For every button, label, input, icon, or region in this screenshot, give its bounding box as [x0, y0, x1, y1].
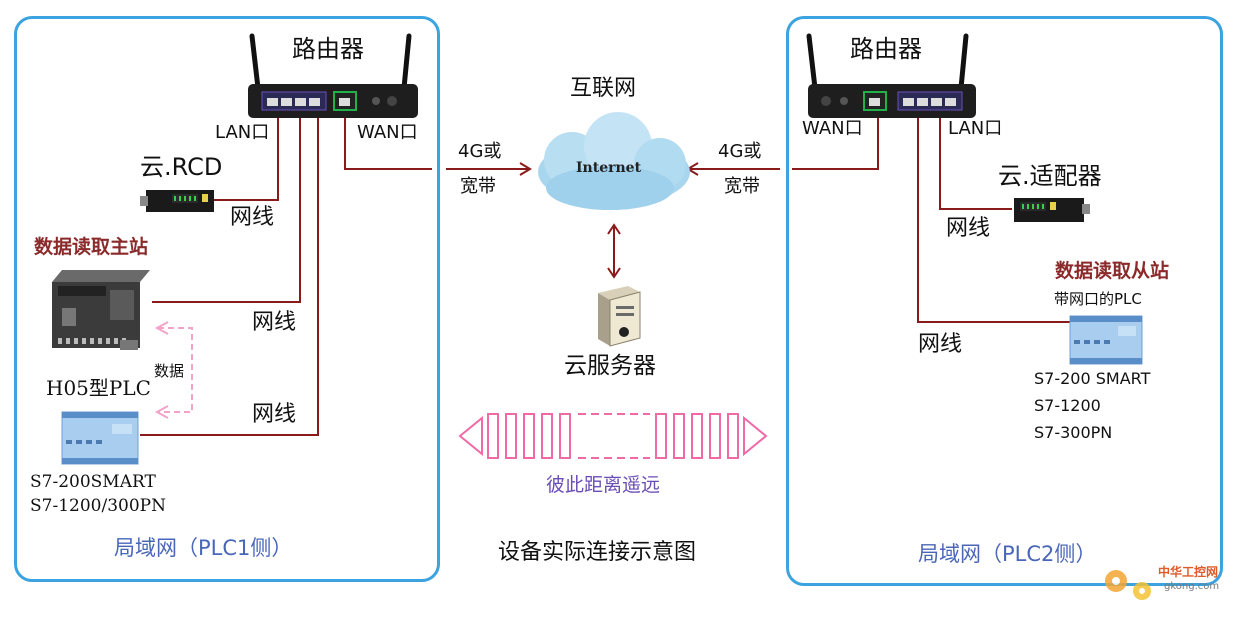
left-lan-port-label: LAN口: [215, 122, 270, 143]
left-wire-label-3: 网线: [252, 402, 297, 427]
left-wire-label-2: 网线: [252, 310, 297, 335]
right-link-label-2: 宽带: [724, 176, 760, 197]
cloud-rcd-device-icon: [140, 190, 214, 212]
right-wire-label-2: 网线: [918, 332, 963, 357]
left-s7-plc-icon: [61, 411, 139, 465]
left-router-icon: [248, 33, 418, 118]
h05-plc-label: H05型PLC: [46, 376, 151, 400]
cloud-server-label: 云服务器: [564, 353, 656, 379]
right-wire-label-1: 网线: [946, 216, 991, 241]
left-wires: [140, 118, 432, 436]
rcd-label: 云.RCD: [140, 153, 223, 181]
left-plc-model-2: S7-1200/300PN: [30, 496, 166, 516]
right-router-label: 路由器: [850, 35, 922, 63]
right-plc-model-3: S7-300PN: [1034, 423, 1113, 442]
right-wires: [792, 118, 1070, 323]
master-station-title: 数据读取主站: [34, 236, 149, 258]
right-router-icon: [806, 33, 976, 118]
right-lan-panel: [786, 16, 1223, 586]
h05-plc-icon: [52, 270, 150, 350]
right-lan-footer: 局域网（PLC2侧）: [918, 542, 1097, 566]
distance-label: 彼此距离遥远: [546, 474, 661, 496]
watermark-gear-icon: [1105, 570, 1151, 600]
cloud-internet-text: Internet: [576, 160, 642, 176]
internet-title: 互联网: [570, 76, 637, 101]
internet-arrows: [446, 162, 780, 279]
diagram-caption: 设备实际连接示意图: [498, 540, 697, 565]
right-s7-plc-icon: [1069, 315, 1143, 365]
cloud-adapter-device-icon: [1014, 198, 1090, 222]
distance-arrow: [458, 413, 768, 459]
left-lan-panel: [14, 16, 440, 582]
slave-station-subtitle: 带网口的PLC: [1054, 290, 1142, 308]
watermark-text: 中华工控网: [1158, 565, 1219, 579]
left-wire-label-1: 网线: [230, 205, 275, 230]
left-wan-port-label: WAN口: [357, 122, 418, 143]
left-link-label-1: 4G或: [458, 141, 502, 162]
internet-cloud-icon: [538, 112, 690, 210]
slave-station-title: 数据读取从站: [1055, 260, 1170, 282]
left-plc-model-1: S7-200SMART: [30, 472, 156, 492]
data-exchange-arrows: [158, 327, 193, 413]
right-lan-port-label: LAN口: [948, 118, 1003, 139]
right-wan-port-label: WAN口: [802, 118, 863, 139]
adapter-label: 云.适配器: [998, 162, 1102, 190]
data-label: 数据: [154, 362, 185, 380]
watermark-subtext: gkong.com: [1164, 581, 1220, 592]
right-plc-model-2: S7-1200: [1034, 396, 1101, 415]
right-link-label-1: 4G或: [718, 141, 762, 162]
right-plc-model-1: S7-200 SMART: [1034, 369, 1151, 388]
left-link-label-2: 宽带: [460, 176, 496, 197]
cloud-server-icon: [598, 286, 641, 347]
left-lan-footer: 局域网（PLC1侧）: [114, 536, 293, 560]
left-router-label: 路由器: [292, 35, 364, 63]
